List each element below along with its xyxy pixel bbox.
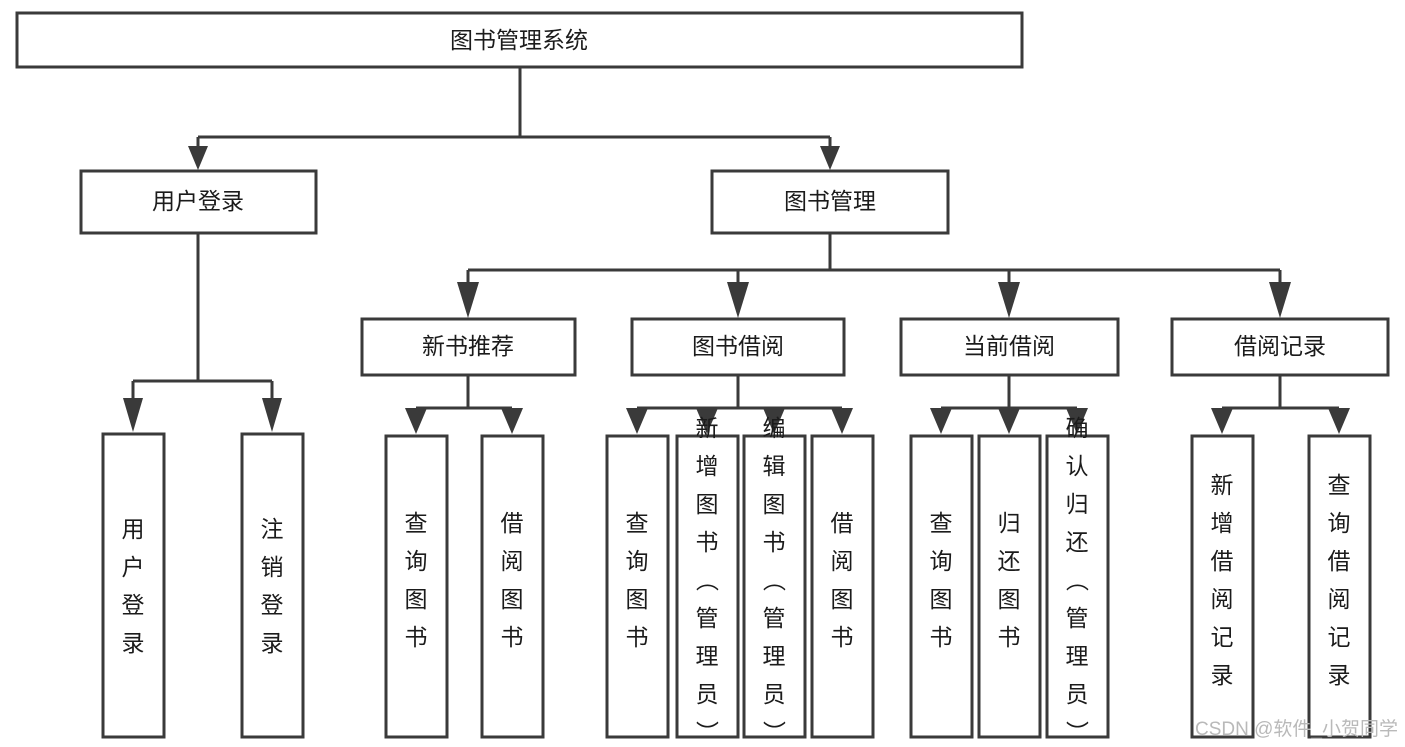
svg-text:（: （ bbox=[1064, 569, 1090, 592]
node-borrow-record[interactable]: 借阅记录 bbox=[1170, 317, 1390, 377]
node-leaf-add-book-label: 新增图书管理员 bbox=[696, 415, 719, 707]
node-leaf-query-book-1[interactable]: 查询图书 bbox=[384, 434, 449, 739]
connector-root-to-level2 bbox=[188, 67, 840, 170]
csdn-watermark: CSDN @软件_小贺同学 bbox=[1195, 718, 1398, 740]
svg-text:（: （ bbox=[694, 569, 720, 592]
connector-currentborrow-to-leaves bbox=[930, 375, 1088, 434]
node-leaf-borrow-book-1[interactable]: 借阅图书 bbox=[480, 434, 545, 739]
node-root[interactable]: 图书管理系统 bbox=[15, 11, 1024, 69]
node-leaf-logout[interactable]: 注销登录 bbox=[240, 432, 305, 739]
node-root-box[interactable] bbox=[15, 11, 1024, 69]
node-root-label: 图书管理系统 bbox=[450, 27, 588, 53]
node-leaf-borrow-book-2-box[interactable] bbox=[810, 434, 875, 739]
node-book-manage-box[interactable] bbox=[710, 169, 950, 235]
node-leaf-return-book[interactable]: 归还图书 bbox=[977, 434, 1042, 739]
svg-text:）: ） bbox=[1064, 721, 1090, 744]
arrow-head-icon bbox=[998, 408, 1020, 434]
arrow-head-icon bbox=[1269, 282, 1291, 318]
node-leaf-borrow-book-2[interactable]: 借阅图书 bbox=[810, 434, 875, 739]
node-leaf-return-book-label: 归还图书 bbox=[998, 510, 1021, 650]
node-book-borrow-box[interactable] bbox=[630, 317, 846, 377]
node-leaf-borrow-book-1-box[interactable] bbox=[480, 434, 545, 739]
arrow-head-icon bbox=[262, 398, 282, 432]
connector-borrowrecord-to-leaves bbox=[1211, 375, 1350, 434]
node-leaf-query-book-3-label: 查询图书 bbox=[930, 510, 953, 650]
svg-text:）: ） bbox=[694, 721, 720, 744]
arrow-head-icon bbox=[123, 398, 143, 432]
arrow-head-icon bbox=[405, 408, 427, 434]
node-leaf-edit-book[interactable]: 编辑图书管理员 （ ） bbox=[742, 415, 807, 744]
node-leaf-add-record-box[interactable] bbox=[1190, 434, 1255, 739]
svg-text:（: （ bbox=[761, 569, 787, 592]
node-new-book-rec-label: 新书推荐 bbox=[422, 333, 514, 359]
node-user-login[interactable]: 用户登录 bbox=[79, 169, 318, 235]
node-leaf-confirm-return[interactable]: 确认归还管理员 （ ） bbox=[1045, 415, 1110, 744]
node-leaf-return-book-box[interactable] bbox=[977, 434, 1042, 739]
arrow-head-icon bbox=[820, 146, 840, 170]
node-leaf-add-record[interactable]: 新增借阅记录 bbox=[1190, 434, 1255, 739]
node-current-borrow[interactable]: 当前借阅 bbox=[899, 317, 1120, 377]
node-leaf-borrow-book-1-label: 借阅图书 bbox=[501, 510, 524, 650]
node-leaf-borrow-book-2-label: 借阅图书 bbox=[831, 510, 854, 650]
connector-bookmanage-to-level3 bbox=[457, 233, 1291, 318]
node-new-book-rec[interactable]: 新书推荐 bbox=[360, 317, 577, 377]
arrow-head-icon bbox=[501, 408, 523, 434]
arrow-head-icon bbox=[696, 408, 718, 434]
node-leaf-query-book-1-box[interactable] bbox=[384, 434, 449, 739]
node-leaf-add-book-box[interactable] bbox=[675, 434, 740, 739]
arrow-head-icon bbox=[727, 282, 749, 318]
node-leaf-user-login-label: 用户登录 bbox=[122, 516, 145, 656]
node-user-login-label: 用户登录 bbox=[152, 188, 244, 214]
node-leaf-query-book-2-label: 查询图书 bbox=[626, 510, 649, 650]
node-borrow-record-label: 借阅记录 bbox=[1234, 333, 1326, 359]
node-leaf-query-record[interactable]: 查询借阅记录 bbox=[1307, 434, 1372, 739]
arrow-head-icon bbox=[1211, 408, 1233, 434]
node-book-borrow-label: 图书借阅 bbox=[692, 333, 784, 359]
node-leaf-query-book-3-box[interactable] bbox=[909, 434, 974, 739]
node-book-manage[interactable]: 图书管理 bbox=[710, 169, 950, 235]
node-new-book-rec-box[interactable] bbox=[360, 317, 577, 377]
node-leaf-user-login-box[interactable] bbox=[101, 432, 166, 739]
arrow-head-icon bbox=[998, 282, 1020, 318]
arrow-head-icon bbox=[626, 408, 648, 434]
connector-newbook-to-leaves bbox=[405, 375, 523, 434]
node-leaf-edit-book-box[interactable] bbox=[742, 434, 807, 739]
arrow-head-icon bbox=[763, 408, 785, 434]
arrow-head-icon bbox=[188, 146, 208, 170]
node-leaf-query-book-2[interactable]: 查询图书 bbox=[605, 434, 670, 739]
connector-userlogin-to-leaves bbox=[123, 233, 282, 432]
node-leaf-confirm-return-box[interactable] bbox=[1045, 434, 1110, 739]
node-user-login-box[interactable] bbox=[79, 169, 318, 235]
node-leaf-edit-book-label: 编辑图书管理员 bbox=[763, 415, 786, 707]
arrow-head-icon bbox=[457, 282, 479, 318]
node-current-borrow-box[interactable] bbox=[899, 317, 1120, 377]
node-leaf-logout-box[interactable] bbox=[240, 432, 305, 739]
node-leaf-query-record-box[interactable] bbox=[1307, 434, 1372, 739]
node-leaf-add-record-label: 新增借阅记录 bbox=[1211, 472, 1234, 688]
node-leaf-query-book-2-box[interactable] bbox=[605, 434, 670, 739]
arrow-head-icon bbox=[1066, 408, 1088, 434]
node-current-borrow-label: 当前借阅 bbox=[963, 333, 1055, 359]
node-borrow-record-box[interactable] bbox=[1170, 317, 1390, 377]
connector-bookborrow-to-leaves bbox=[626, 375, 853, 434]
node-leaf-query-book-1-label: 查询图书 bbox=[405, 510, 428, 650]
arrow-head-icon bbox=[831, 408, 853, 434]
node-leaf-query-record-label: 查询借阅记录 bbox=[1328, 472, 1351, 688]
node-book-manage-label: 图书管理 bbox=[784, 188, 876, 214]
node-leaf-user-login[interactable]: 用户登录 bbox=[101, 432, 166, 739]
arrow-head-icon bbox=[1328, 408, 1350, 434]
arrow-head-icon bbox=[930, 408, 952, 434]
node-book-borrow[interactable]: 图书借阅 bbox=[630, 317, 846, 377]
svg-text:）: ） bbox=[761, 721, 787, 744]
node-leaf-add-book[interactable]: 新增图书管理员 （ ） bbox=[675, 415, 740, 744]
node-leaf-logout-label: 注销登录 bbox=[261, 516, 284, 656]
node-leaf-confirm-return-label: 确认归还管理员 bbox=[1066, 415, 1089, 707]
node-leaf-query-book-3[interactable]: 查询图书 bbox=[909, 434, 974, 739]
